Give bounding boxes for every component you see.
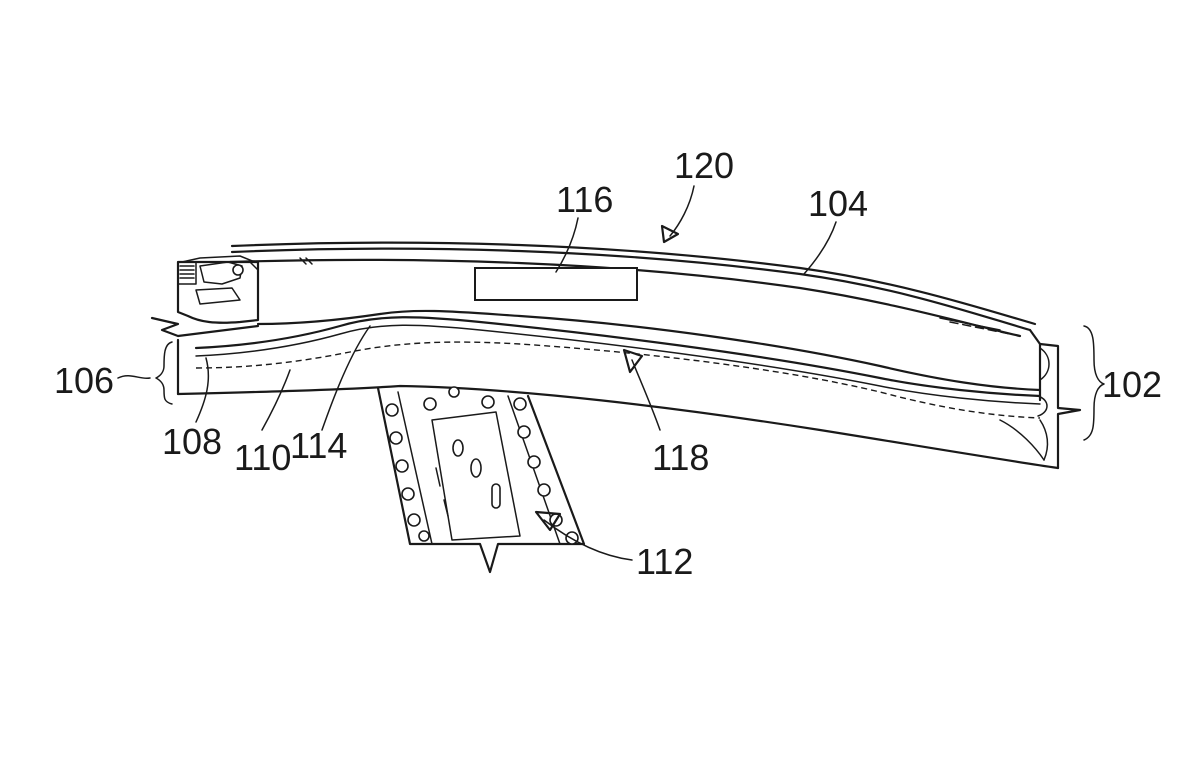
- label-120: 120: [662, 145, 734, 242]
- module-116: [475, 268, 637, 300]
- ref-108: 108: [162, 421, 222, 462]
- ref-120: 120: [674, 145, 734, 186]
- label-114: 114: [290, 326, 370, 466]
- label-102: 102: [1084, 326, 1162, 440]
- ref-106: 106: [54, 360, 114, 401]
- ref-102: 102: [1102, 364, 1162, 405]
- ref-118: 118: [652, 437, 709, 478]
- label-104: 104: [804, 183, 868, 274]
- left-end-assembly: [178, 256, 312, 323]
- ref-110: 110: [234, 437, 291, 478]
- ref-114: 114: [290, 425, 347, 466]
- label-116: 116: [556, 179, 613, 272]
- label-118: 118: [624, 350, 709, 478]
- label-106: 106: [54, 342, 172, 404]
- ref-116: 116: [556, 179, 613, 220]
- ref-104: 104: [808, 183, 868, 224]
- label-108: 108: [162, 358, 222, 462]
- label-110: 110: [234, 370, 291, 478]
- ref-112: 112: [636, 541, 693, 582]
- bracket-112: [378, 387, 584, 572]
